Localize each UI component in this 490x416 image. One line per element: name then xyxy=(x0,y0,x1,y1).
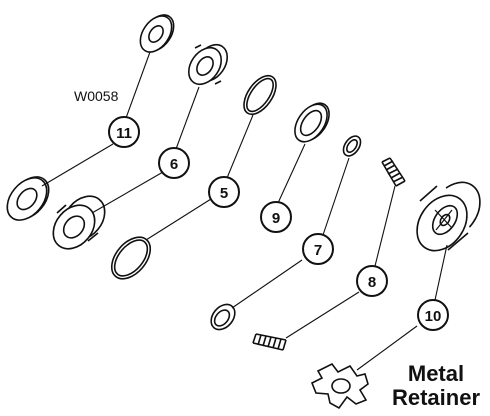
part-7-washer-lower xyxy=(210,303,236,331)
callout-8-label: 8 xyxy=(368,274,376,291)
part-8-spring-lower xyxy=(252,333,287,351)
callout-11-circle xyxy=(108,116,140,148)
part-9-ring xyxy=(294,102,330,143)
callout-5-label: 5 xyxy=(220,185,228,202)
metal-retainer-label: Metal Retainer xyxy=(384,362,488,410)
callout-9-label: 9 xyxy=(272,210,280,227)
callout-10-circle xyxy=(417,299,449,331)
part-6-upper-ring xyxy=(187,43,229,86)
part-11-lower-ring xyxy=(6,176,50,221)
callout-9-circle xyxy=(260,201,292,233)
leader-lines xyxy=(41,51,448,371)
callout-8-circle xyxy=(356,265,388,297)
metal-retainer-part xyxy=(310,362,369,410)
metal-retainer-label-line1: Metal xyxy=(407,361,465,386)
callout-6-label: 6 xyxy=(170,156,178,173)
callout-10-label: 10 xyxy=(425,308,442,325)
metal-retainer-label-line2: Retainer xyxy=(391,385,481,410)
part-10-housing xyxy=(416,178,481,252)
part-11-upper-ring xyxy=(139,14,175,53)
callout-6-circle xyxy=(158,147,190,179)
part-7-washer-upper xyxy=(342,135,362,157)
part-8-spring-upper xyxy=(381,157,406,187)
callout-7-label: 7 xyxy=(314,242,322,259)
part-5-oring-upper xyxy=(243,74,277,116)
part-code-label: W0058 xyxy=(74,88,119,104)
callout-7-circle xyxy=(302,233,334,265)
callout-5-circle xyxy=(208,176,240,208)
part-6-lower-ring xyxy=(52,195,106,250)
part-5-oring-lower xyxy=(110,236,152,280)
callout-11-label: 11 xyxy=(116,125,132,142)
